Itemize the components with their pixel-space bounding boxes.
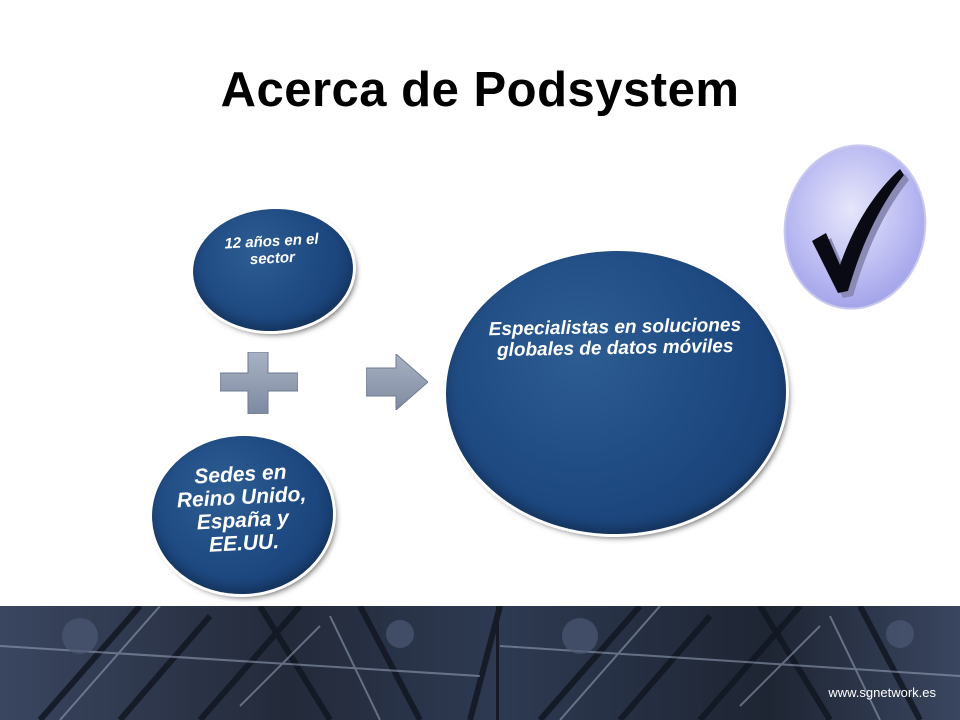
antenna-tower-image xyxy=(0,606,960,720)
arrow-right-icon xyxy=(366,354,428,410)
circle-result: Especialistas en soluciones globales de … xyxy=(443,248,789,537)
circle-offices-label: Sedes en Reino Unido, España y EE.UU. xyxy=(176,460,307,557)
footer-photo-band: www.sgnetwork.es xyxy=(0,606,960,720)
circle-offices: Sedes en Reino Unido, España y EE.UU. xyxy=(147,431,338,599)
circle-result-label: Especialistas en soluciones globales de … xyxy=(488,314,742,361)
footer-url[interactable]: www.sgnetwork.es xyxy=(828,685,936,700)
circle-years-in-sector: 12 años en el sector xyxy=(189,204,357,336)
checkmark-badge-icon xyxy=(783,144,927,310)
circle-years-label: 12 años en el sector xyxy=(224,230,319,269)
slide-title: Acerca de Podsystem xyxy=(220,63,740,117)
plus-icon xyxy=(220,352,298,414)
